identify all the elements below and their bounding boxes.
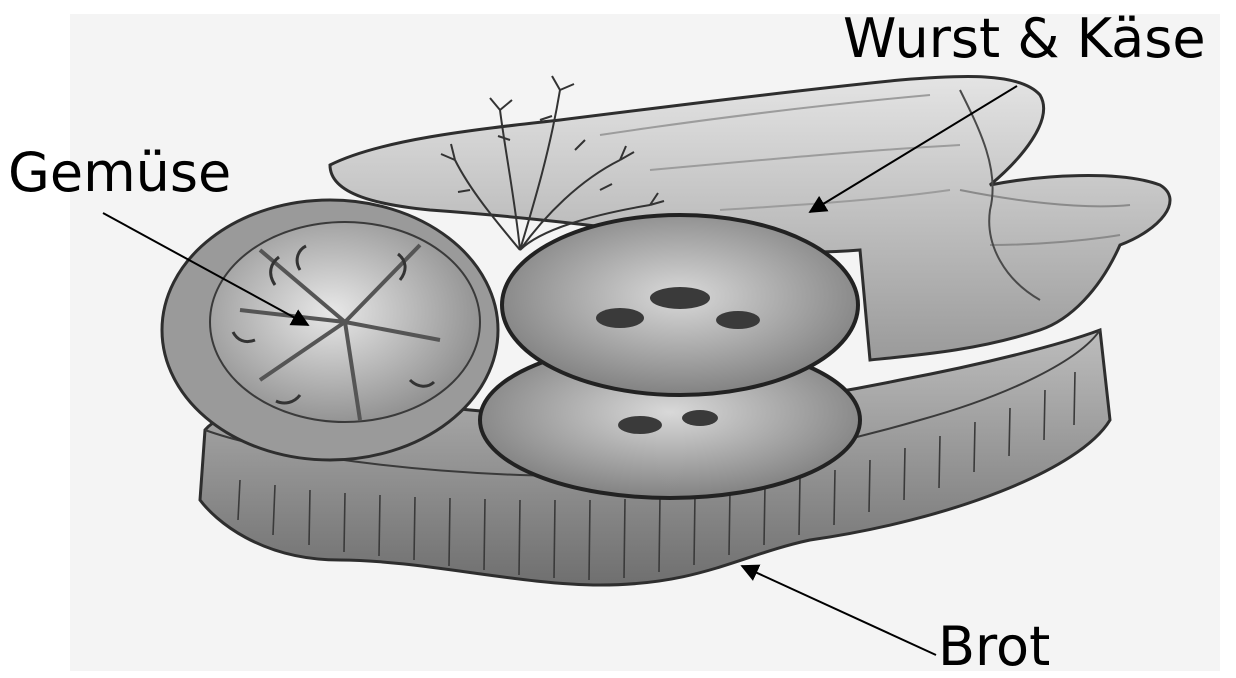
tomato-illustration [162, 200, 498, 460]
label-vegetables: Gemüse [8, 146, 231, 200]
sausage-illustration [480, 215, 860, 498]
label-meat-cheese: Wurst & Käse [843, 12, 1206, 66]
label-bread: Brot [938, 620, 1050, 674]
